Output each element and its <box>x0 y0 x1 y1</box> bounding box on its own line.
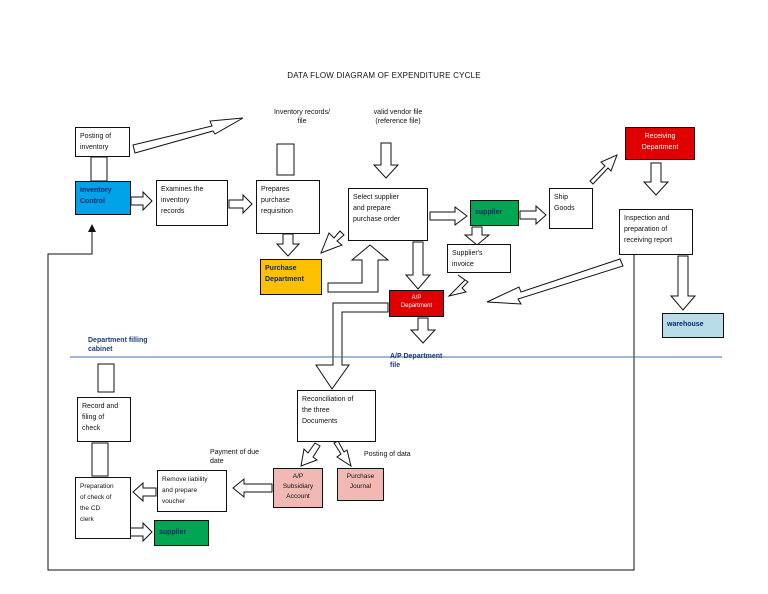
examines-records-box: Examines the inventory records <box>156 180 228 226</box>
return-loop-arrowhead <box>88 224 96 232</box>
record-filing-check-box: Record and filing of check <box>77 397 131 442</box>
arrow-control-to-examines <box>130 190 153 212</box>
diagram-title: DATA FLOW DIAGRAM OF EXPENDITURE CYCLE <box>287 71 481 80</box>
connector-record-preparation <box>91 442 109 477</box>
purchase-journal-box: Purchase Journal <box>337 468 384 501</box>
reconciliation-box: Reconciliation of the three Documents <box>297 390 376 442</box>
arrow-inspection-to-ap <box>486 258 624 305</box>
inventory-control-box: Inventory Control <box>75 181 131 215</box>
prepares-requisition-box: Prepares purchase requisition <box>256 180 320 234</box>
arrow-select-to-ap <box>404 241 432 290</box>
arrow-receiving-to-inspection <box>642 162 670 196</box>
arrow-select-to-purchase <box>320 230 345 254</box>
receiving-department-box: Receiving Department <box>625 127 695 160</box>
arrow-select-to-supplier <box>429 206 468 226</box>
preparation-check-box: Preparation of check of the CD clerk <box>75 477 131 539</box>
posting-of-data-label: Posting of data <box>364 451 411 458</box>
arrow-subsidiary-to-remove <box>232 477 273 499</box>
remove-liability-box: Remove liability and prepare voucher <box>157 470 227 512</box>
purchase-department-box: Purchase Department <box>260 259 322 295</box>
filing-cabinet-rect <box>97 363 115 393</box>
inventory-records-file-label: Inventory records/ file <box>273 109 331 125</box>
posting-inventory-box: Posting of inventory <box>75 127 130 157</box>
arrow-recon-to-journal <box>333 440 352 468</box>
supplier-top-box: supplier <box>470 200 519 226</box>
ship-goods-box: Ship Goods <box>549 188 593 229</box>
arrow-examines-to-prepares <box>228 193 253 215</box>
arrow-posting-to-records <box>132 117 244 154</box>
arrow-supplier-to-invoice <box>463 226 491 246</box>
ap-subsidiary-box: A/P Subsidiary Account <box>273 468 323 508</box>
department-filing-cabinet-label: Department filling cabinet <box>88 337 148 353</box>
valid-vendor-file-label: valid vendor file (reference file) <box>373 109 423 125</box>
select-supplier-box: Select supplier and prepare purchase ord… <box>348 188 428 241</box>
arrow-recon-to-subsidiary <box>300 442 321 467</box>
warehouse-box: warehouse <box>662 313 724 338</box>
arrow-inspection-to-warehouse <box>669 255 697 311</box>
arrow-ap-to-reconciliation <box>315 302 389 390</box>
arrow-invoice-to-ap <box>447 274 469 297</box>
ap-department-box: A/P Department <box>389 290 444 317</box>
arrow-ap-to-file <box>409 317 437 344</box>
connector-posting-inventory <box>90 156 108 182</box>
supplier-bottom-box: supplier <box>154 520 209 546</box>
inventory-records-file-rect <box>276 143 295 176</box>
ap-department-file-label: A/P Department file <box>390 353 443 369</box>
return-loop-line <box>47 230 635 571</box>
arrow-ship-to-receiving <box>589 154 618 185</box>
inspection-box: Inspection and preparation of receiving … <box>619 209 693 255</box>
arrow-supplier-to-ship <box>519 204 547 226</box>
suppliers-invoice-box: Supplier's invoice <box>447 244 511 273</box>
arrow-check-to-supplier <box>129 521 153 543</box>
arrow-remove-to-check <box>132 481 157 503</box>
payment-due-date-label: Payment of due date <box>210 449 260 465</box>
arrow-vendor-file-down <box>372 142 400 179</box>
arrow-purchase-to-select <box>327 244 390 293</box>
arrow-prepares-to-purchase <box>275 233 301 257</box>
